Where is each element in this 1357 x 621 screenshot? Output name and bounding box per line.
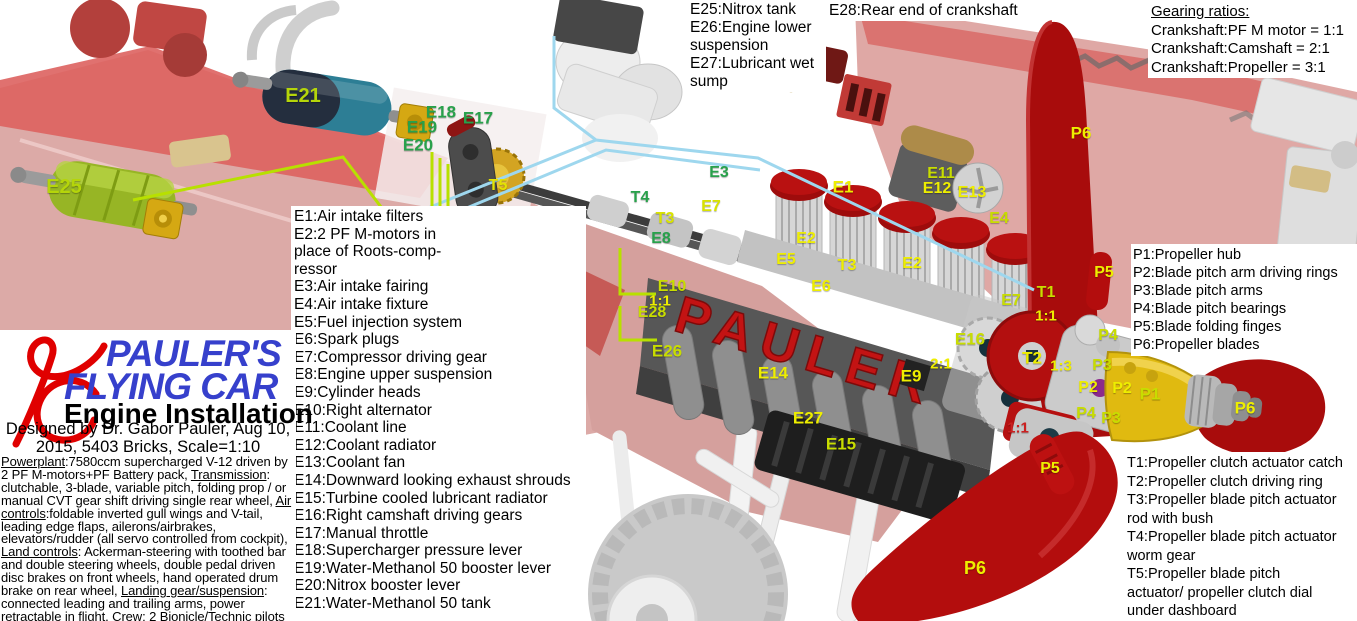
wheel-hub	[606, 574, 698, 621]
spec-keyword: Landing gear/suspension	[121, 583, 265, 599]
rear-wheel-landing-gear	[588, 424, 1192, 621]
text-line: E14:Downward looking exhaust shrouds	[294, 471, 571, 489]
spec-keyword: Powerplant	[1, 454, 66, 469]
spec-text: :foldable inverted gull wings and V-tail…	[1, 505, 288, 547]
designed-by-line1: Designed by Dr. Gabor Pauler, Aug 10,	[5, 420, 291, 438]
lever-handle	[446, 115, 476, 137]
crankshaft-note-panel: E28:Rear end of crankshaft	[827, 0, 1031, 21]
callout-line	[618, 248, 656, 296]
text-line: E17:Manual throttle	[294, 524, 429, 542]
text-line: E6:Spark plugs	[294, 331, 400, 349]
text-line: E8:Engine upper suspension	[294, 366, 493, 384]
text-line: Crankshaft:Propeller = 3:1	[1151, 58, 1326, 76]
text-line: Crankshaft:Camshaft = 2:1	[1151, 40, 1330, 57]
text-line: suspension	[690, 37, 769, 54]
spec-keyword: Air controls	[1, 492, 292, 521]
text-line: E4:Air intake fixture	[294, 295, 429, 313]
text-line: T3:Propeller blade pitch actuator	[1127, 492, 1337, 508]
spec-text: : clutchable, 3-blade, variable pitch, f…	[1, 466, 287, 508]
text-line: E27:Lubricant wet	[690, 55, 815, 72]
text-line: P2:Blade pitch arm driving rings	[1133, 265, 1338, 281]
text-line: E11:Coolant line	[294, 419, 407, 437]
text-line: P3:Blade pitch arms	[1133, 283, 1263, 299]
text-line: P4:Blade pitch bearings	[1133, 301, 1287, 317]
text-line: T5:Propeller blade pitch	[1127, 566, 1281, 582]
lubricant-radiator	[754, 410, 965, 523]
spec-text: :7580ccm supercharged V-12 driven by 2 P…	[1, 454, 288, 482]
callout-line	[618, 306, 657, 342]
spec-keyword: Transmission	[190, 466, 267, 482]
text-line: E12:Coolant radiator	[294, 436, 437, 454]
text-line: E18:Supercharger pressure lever	[294, 542, 523, 560]
coolant-line-part	[900, 125, 975, 165]
propeller-assembly	[851, 20, 1326, 621]
text-line: E16:Right camshaft driving gears	[294, 507, 523, 525]
blade-folding-finger	[1029, 434, 1075, 495]
text-line: E9:Cylinder heads	[294, 383, 421, 401]
nitrox-tank	[10, 161, 198, 240]
text-line: E19:Water-Methanol 50 booster lever	[294, 559, 552, 577]
text-line: E26:Engine lower	[690, 19, 812, 36]
text-line: P6:Propeller blades	[1133, 337, 1260, 353]
spec-text: : Ackerman-steering with toothed bar and…	[1, 544, 286, 599]
brand-name-line2: FLYING CAR	[64, 366, 278, 407]
gearing-ratios-panel: Gearing ratios: Crankshaft:PF M motor = …	[1148, 2, 1357, 78]
text-line: sump	[690, 73, 728, 90]
text-line: T2:Propeller clutch driving ring	[1127, 473, 1323, 490]
text-line: worm gear	[1127, 547, 1196, 564]
coolant-fan-part	[952, 162, 1004, 214]
spec-keyword: Land controls	[1, 544, 78, 560]
text-line: E25:Nitrox tank	[690, 1, 796, 18]
spec-keyword: Crew	[112, 608, 143, 621]
spec-description: Powerplant:7580ccm supercharged V-12 dri…	[1, 454, 295, 621]
hub-shaft-tip	[1184, 374, 1263, 428]
text-line: ressor	[294, 260, 338, 278]
text-line: E10:Right alternator	[294, 401, 432, 419]
text-line: actuator/ propeller clutch dial	[1127, 584, 1313, 601]
spec-text: : 2 Bionicle/Technic pilots	[142, 608, 285, 621]
brand-name-line1: PAULER'S	[106, 333, 282, 374]
text-line: E15:Turbine cooled lubricant radiator	[294, 489, 548, 507]
gearing-ratios-title: Gearing ratios:	[1151, 3, 1250, 20]
text-line: P5:Blade folding finges	[1133, 319, 1282, 335]
text-line: under dashboard	[1127, 603, 1237, 619]
blade-folding-finger	[1086, 251, 1112, 311]
text-line: T1:Propeller clutch actuator catch	[1127, 455, 1343, 471]
text-line: E3:Air intake fairing	[294, 278, 429, 296]
text-line: E1:Air intake filters	[294, 208, 424, 225]
vent-box-part	[836, 74, 892, 126]
text-line: E28:Rear end of crankshaft	[829, 2, 1018, 19]
text-line: E13:Coolant fan	[294, 454, 406, 472]
poster-subtitle: Engine Installation	[64, 398, 313, 429]
designed-by-line2: 2015, 5403 Bricks, Scale=1:10	[35, 438, 261, 456]
text-line: rod with bush	[1127, 510, 1214, 527]
text-line: E21:Water-Methanol 50 tank	[294, 595, 491, 613]
text-line: place of Roots-comp-	[294, 243, 442, 261]
pc-monogram-logo	[0, 332, 112, 455]
text-line: P1:Propeller hub	[1133, 247, 1242, 263]
text-line: E7:Compressor driving gear	[294, 348, 487, 366]
text-line: T4:Propeller blade pitch actuator	[1127, 529, 1337, 545]
text-line: E20:Nitrox booster lever	[294, 577, 461, 595]
spec-text: : connected leading and trailing arms, p…	[1, 583, 268, 621]
text-line: E2:2 PF M-motors in	[294, 225, 437, 243]
title-block: PAULER'S FLYING CAR Engine Installation …	[0, 330, 313, 621]
text-line: Crankshaft:PF M motor = 1:1	[1151, 21, 1344, 39]
wm50-tank	[232, 69, 435, 142]
text-line: E5:Fuel injection system	[294, 313, 462, 331]
